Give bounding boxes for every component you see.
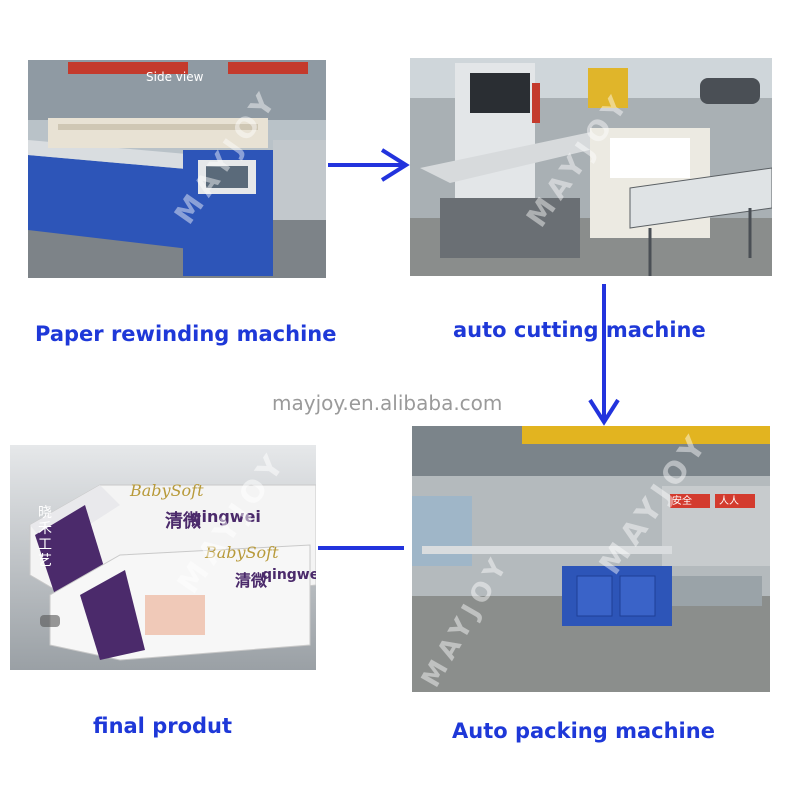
final-product-photo: BabySoft 清微 qingwei BabySoft 清微 qingwei …: [10, 445, 316, 670]
brand-cn-front: 清微: [235, 571, 268, 590]
packing-machine-photo: 安全 人人 MAYJOY MAYJOY: [412, 426, 770, 692]
label-rewinding-machine: Paper rewinding machine: [35, 322, 337, 346]
cn-vertical-text: 晓禾工艺: [38, 505, 52, 569]
label-packing-machine: Auto packing machine: [452, 719, 715, 743]
arrow-right-icon: [328, 148, 410, 182]
arrow-down-icon: [588, 284, 620, 426]
side-view-overlay: Side view: [146, 70, 204, 84]
brand-text-front: BabySoft: [205, 543, 279, 562]
brand-sub-back: qingwei: [190, 507, 261, 526]
site-url: mayjoy.en.alibaba.com: [272, 391, 503, 415]
brand-sub-front: qingwei: [262, 567, 316, 583]
brand-cn-back: 清微: [165, 511, 201, 532]
brand-text-back: BabySoft: [130, 481, 204, 500]
factory-sign-2: 人人: [719, 496, 739, 507]
label-cutting-machine: auto cutting machine: [453, 318, 706, 342]
label-final-product: final produt: [93, 714, 233, 738]
factory-sign-1: 安全: [672, 496, 692, 507]
rewinding-machine-photo: Side view MAYJOY: [28, 60, 326, 278]
cutting-machine-photo: MAYJOY: [410, 58, 772, 276]
